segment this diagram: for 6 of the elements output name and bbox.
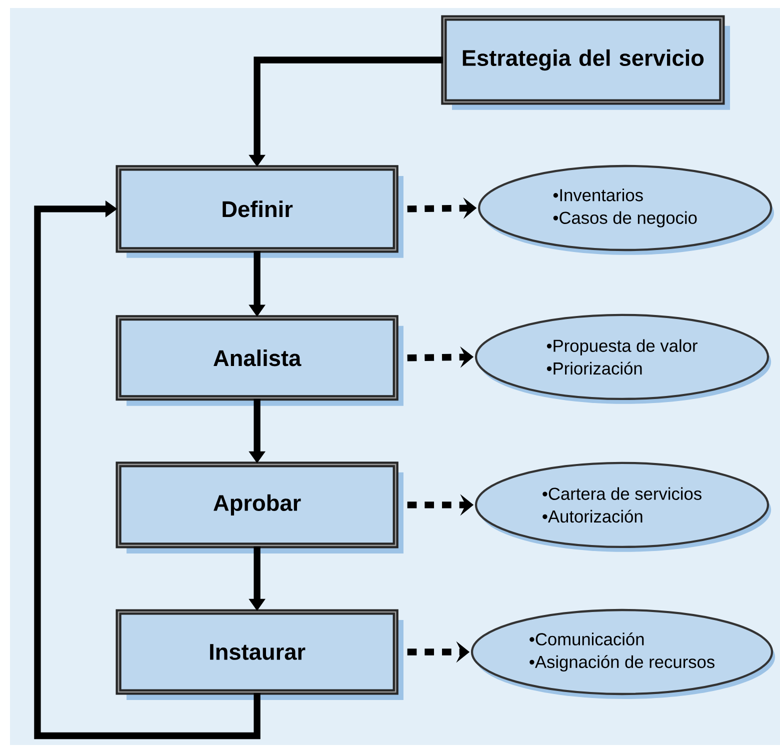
process-box: Estrategia del servicio [441,15,730,110]
process-box: Aprobar [116,462,404,554]
feedback-arrow [34,200,260,740]
process-box: Definir [116,165,404,258]
process-box: Analista [116,315,404,406]
process-box: Instaurar [116,609,404,700]
